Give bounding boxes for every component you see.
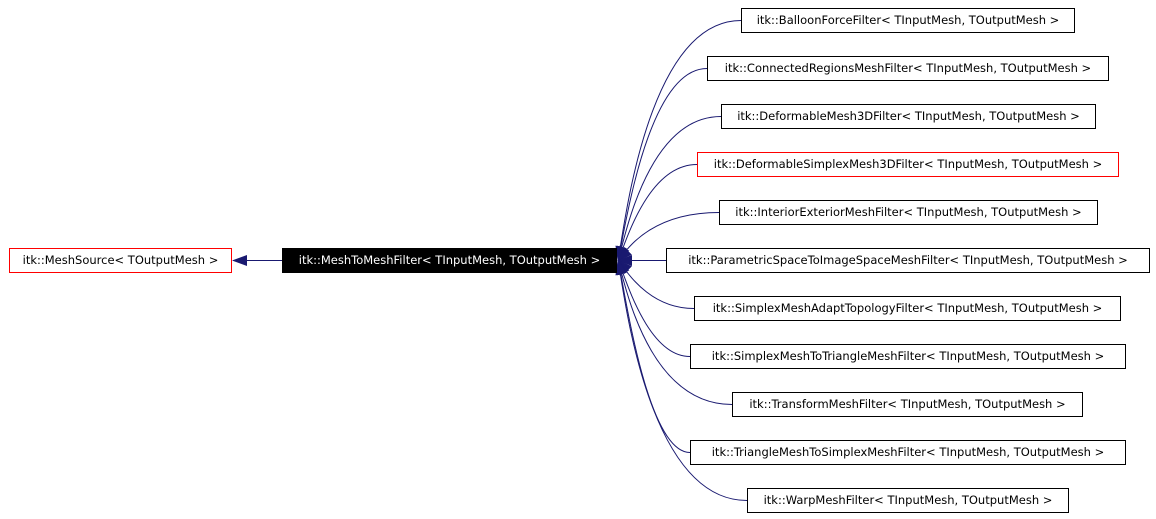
class-node-label: itk::DeformableMesh3DFilter< TInputMesh,… — [737, 109, 1080, 123]
class-node-parametric-space-to-image-space-mesh-filter[interactable]: itk::ParametricSpaceToImageSpaceMeshFilt… — [666, 248, 1150, 273]
inheritance-edge-derived — [615, 20, 742, 262]
class-node-label: itk::WarpMeshFilter< TInputMesh, TOutput… — [763, 493, 1053, 507]
class-node-label: itk::ParametricSpaceToImageSpaceMeshFilt… — [688, 253, 1128, 267]
class-node-deformable-simplex-mesh3d-filter[interactable]: itk::DeformableSimplexMesh3DFilter< TInp… — [697, 152, 1119, 177]
class-node-label: itk::InteriorExteriorMeshFilter< TInputM… — [735, 205, 1082, 219]
class-node-label: itk::DeformableSimplexMesh3DFilter< TInp… — [713, 157, 1103, 171]
class-node-label: itk::BalloonForceFilter< TInputMesh, TOu… — [756, 13, 1060, 27]
class-node-deformable-mesh3d-filter[interactable]: itk::DeformableMesh3DFilter< TInputMesh,… — [721, 104, 1096, 129]
class-node-simplex-mesh-to-triangle-mesh-filter[interactable]: itk::SimplexMeshToTriangleMeshFilter< TI… — [690, 344, 1126, 369]
inheritance-edge-derived — [615, 259, 748, 501]
class-node-mesh-to-mesh-filter-current: itk::MeshToMeshFilter< TInputMesh, TOutp… — [282, 248, 617, 273]
class-node-connected-regions-mesh-filter[interactable]: itk::ConnectedRegionsMeshFilter< TInputM… — [707, 56, 1109, 81]
class-node-label: itk::SimplexMeshAdaptTopologyFilter< TIn… — [712, 301, 1103, 315]
class-node-label: itk::MeshSource< TOutputMesh > — [22, 253, 219, 267]
class-node-label: itk::TriangleMeshToSimplexMeshFilter< TI… — [711, 445, 1105, 459]
class-node-interior-exterior-mesh-filter[interactable]: itk::InteriorExteriorMeshFilter< TInputM… — [719, 200, 1098, 225]
class-node-mesh-source[interactable]: itk::MeshSource< TOutputMesh > — [9, 248, 232, 273]
class-node-label: itk::TransformMeshFilter< TInputMesh, TO… — [749, 397, 1066, 411]
class-node-label: itk::SimplexMeshToTriangleMeshFilter< TI… — [711, 349, 1105, 363]
class-node-label: itk::MeshToMeshFilter< TInputMesh, TOutp… — [298, 253, 601, 267]
class-node-balloon-force-filter[interactable]: itk::BalloonForceFilter< TInputMesh, TOu… — [741, 8, 1075, 33]
class-node-label: itk::ConnectedRegionsMeshFilter< TInputM… — [724, 61, 1092, 75]
class-node-transform-mesh-filter[interactable]: itk::TransformMeshFilter< TInputMesh, TO… — [732, 392, 1083, 417]
class-node-warp-mesh-filter[interactable]: itk::WarpMeshFilter< TInputMesh, TOutput… — [747, 488, 1069, 513]
class-node-simplex-mesh-adapt-topology-filter[interactable]: itk::SimplexMeshAdaptTopologyFilter< TIn… — [694, 296, 1121, 321]
class-node-triangle-mesh-to-simplex-mesh-filter[interactable]: itk::TriangleMeshToSimplexMeshFilter< TI… — [690, 440, 1126, 465]
